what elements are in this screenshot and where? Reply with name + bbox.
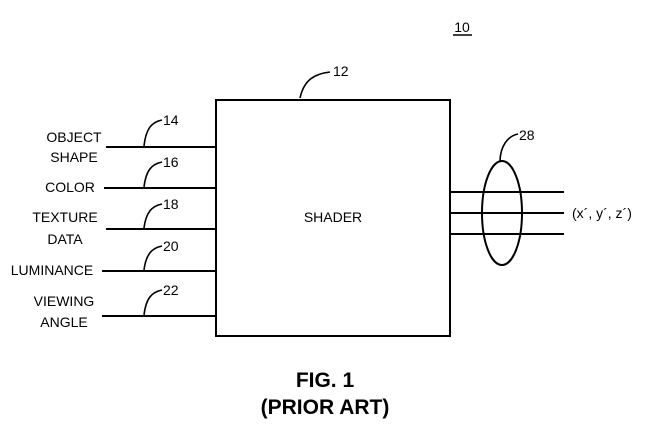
output-leader-line bbox=[499, 133, 519, 163]
input-leader-line bbox=[143, 289, 163, 316]
input-texture-data: TEXTURE DATA 18 bbox=[32, 196, 216, 247]
input-label-line: VIEWING bbox=[34, 293, 95, 309]
input-leader-line bbox=[143, 119, 163, 147]
input-ref-number: 14 bbox=[163, 112, 179, 128]
shader-block bbox=[215, 99, 451, 337]
input-label-line: LUMINANCE bbox=[11, 262, 93, 278]
output-ref-number: 28 bbox=[519, 127, 535, 143]
input-label-line: OBJECT bbox=[46, 129, 102, 145]
figure-ref-number: 10 bbox=[454, 19, 470, 35]
input-luminance: LUMINANCE 20 bbox=[11, 238, 216, 278]
shader-label: SHADER bbox=[304, 209, 362, 225]
input-viewing-angle: VIEWING ANGLE 22 bbox=[34, 282, 216, 330]
output-label: (x´, y´, z´) bbox=[572, 205, 632, 221]
input-ref-number: 18 bbox=[163, 196, 179, 212]
input-object-shape: OBJECT SHAPE 14 bbox=[46, 112, 216, 165]
input-label-line: ANGLE bbox=[40, 314, 87, 330]
input-ref-number: 16 bbox=[163, 154, 179, 170]
input-color: COLOR 16 bbox=[45, 154, 216, 195]
figure-caption-subtitle: (PRIOR ART) bbox=[261, 396, 390, 419]
input-leader-line bbox=[143, 203, 163, 229]
input-label-line: TEXTURE bbox=[32, 209, 97, 225]
input-ref-number: 20 bbox=[163, 238, 179, 254]
shader-leader-line bbox=[299, 71, 331, 99]
input-leader-line bbox=[143, 161, 163, 188]
input-label-line: COLOR bbox=[45, 179, 95, 195]
input-label-line: SHAPE bbox=[50, 149, 97, 165]
figure-caption-title: FIG. 1 bbox=[296, 369, 355, 392]
input-leader-line bbox=[143, 245, 163, 271]
output-bus: 28 (x´, y´, z´) bbox=[450, 127, 632, 266]
input-label-line: DATA bbox=[47, 231, 83, 247]
output-bundle-ellipse bbox=[481, 160, 523, 266]
shader-ref-number: 12 bbox=[333, 63, 349, 79]
input-ref-number: 22 bbox=[163, 282, 179, 298]
